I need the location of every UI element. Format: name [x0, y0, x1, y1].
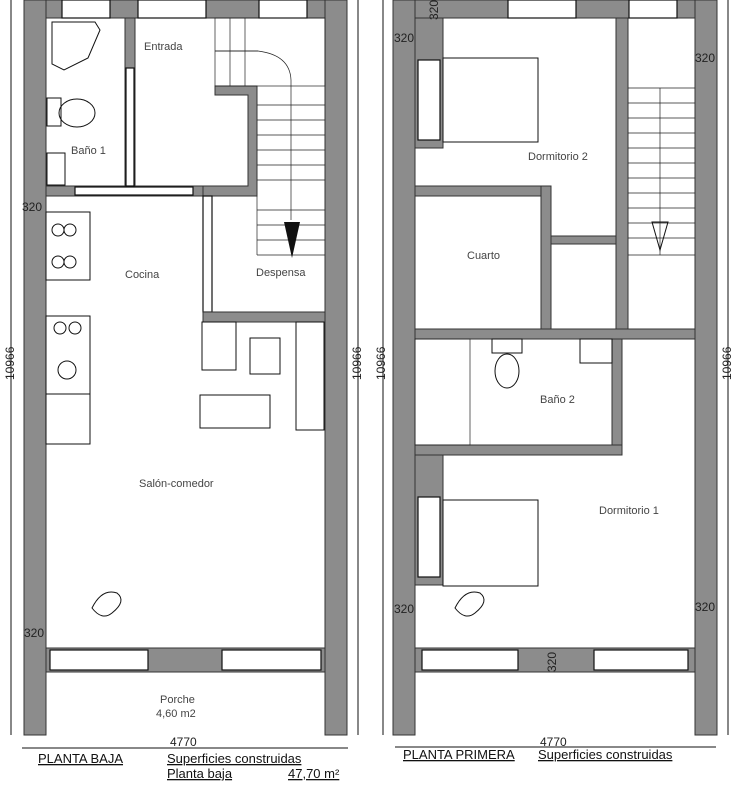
window: [258, 0, 308, 19]
dim-wall-bottom: 320: [24, 626, 44, 640]
wall: [550, 235, 617, 245]
cabinet-icon: [295, 321, 325, 431]
wall: [414, 444, 623, 456]
staircase: [214, 17, 326, 258]
door: [74, 186, 194, 196]
dim-wall-mid: 320: [545, 652, 559, 672]
staircase: [628, 87, 695, 256]
sofa-icon: [199, 394, 271, 429]
room-label-porche: Porche: [160, 694, 195, 706]
stair-wall: [202, 85, 258, 197]
surfaces-row-label: Planta baja: [167, 766, 233, 781]
plan-title-ground: PLANTA BAJA: [38, 751, 123, 766]
room-label-dormitorio-1: Dormitorio 1: [599, 505, 659, 517]
dim-length-right: 10966: [350, 346, 364, 380]
wall: [414, 328, 696, 340]
wall: [611, 338, 623, 446]
bathtub-icon: [51, 21, 101, 71]
wall: [414, 185, 551, 197]
fridge-icon: [45, 393, 91, 445]
door: [125, 67, 135, 187]
closet-door: [417, 496, 441, 578]
window: [61, 0, 111, 19]
room-label-entrada: Entrada: [144, 41, 183, 53]
dim-length-right: 10966: [720, 346, 734, 380]
dim-length-left: 10966: [374, 346, 388, 380]
room-label-salon-comedor: Salón-comedor: [139, 478, 214, 490]
window: [421, 649, 519, 671]
room-label-dormitorio-2: Dormitorio 2: [528, 151, 588, 163]
stair-arrow-icon: [651, 221, 669, 252]
dim-wall-top: 320: [22, 200, 42, 214]
bed-icon: [442, 57, 539, 143]
toilet-tank: [491, 338, 523, 354]
dim-width: 4770: [540, 735, 567, 749]
table-icon: [249, 337, 281, 375]
window: [628, 0, 678, 19]
right-wall: [324, 0, 348, 736]
room-label-bano-1: Baño 1: [71, 145, 106, 157]
closet-door: [417, 59, 441, 141]
dim-length-left: 10966: [3, 346, 17, 380]
wall: [202, 311, 326, 323]
armchair-icon: [201, 321, 237, 371]
window: [221, 649, 322, 671]
toilet-icon: [494, 353, 520, 389]
bed-icon: [442, 499, 539, 587]
window: [593, 649, 689, 671]
plant-icon: [91, 591, 122, 617]
room-label-cocina: Cocina: [125, 269, 160, 281]
window: [137, 0, 207, 19]
surfaces-heading: Superficies construidas: [167, 751, 302, 766]
room-label-cuarto: Cuarto: [467, 250, 500, 262]
surfaces-heading: Superficies construidas: [538, 747, 673, 762]
sink-icon: [579, 338, 613, 364]
toilet-icon: [58, 98, 96, 128]
wall: [540, 185, 552, 330]
room-label-bano-2: Baño 2: [540, 394, 575, 406]
dim-width: 4770: [170, 735, 197, 749]
dim-wall-bottom-right: 320: [695, 600, 715, 614]
sink-icon: [46, 152, 66, 186]
appliance-icon: [45, 315, 91, 395]
door: [202, 195, 213, 313]
stair-wall: [615, 17, 629, 330]
dim-wall-top-left: 320: [394, 31, 414, 45]
left-wall: [392, 0, 416, 736]
window: [49, 649, 149, 671]
dim-wall-right: 320: [695, 51, 715, 65]
porch-area: 4,60 m2: [156, 708, 196, 720]
right-wall: [694, 0, 718, 736]
toilet-tank: [46, 97, 62, 127]
first-floor-plan: [382, 0, 729, 748]
left-wall: [23, 0, 47, 736]
window: [507, 0, 577, 19]
stove-icon: [45, 211, 91, 281]
surfaces-row-value: 47,70 m²: [288, 766, 340, 781]
room-label-despensa: Despensa: [256, 267, 306, 279]
ground-floor-plan: [10, 0, 359, 749]
dim-wall-top: 320: [427, 0, 441, 20]
rug-icon: [454, 591, 485, 617]
plan-title-first: PLANTA PRIMERA: [403, 747, 515, 762]
dim-wall-bottom: 320: [394, 602, 414, 616]
stair-arrow-icon: [284, 222, 300, 258]
